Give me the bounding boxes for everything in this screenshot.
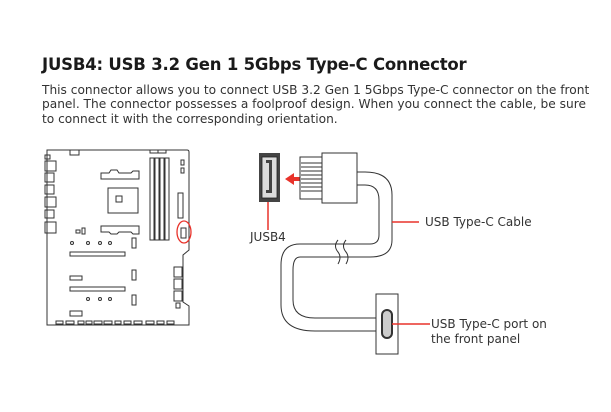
jusb4-connector-icon [259, 153, 280, 202]
jusb4-highlight-circle [176, 220, 192, 244]
usb-plug-icon [299, 152, 358, 204]
port-label-line2: the front panel [431, 332, 521, 346]
description: This connector allows you to connect USB… [42, 83, 590, 126]
insert-arrow-icon [285, 173, 305, 185]
front-panel-port-icon [375, 293, 399, 355]
page-title: JUSB4: USB 3.2 Gen 1 5Gbps Type-C Connec… [42, 55, 467, 74]
cable-label: USB Type-C Cable [425, 215, 532, 229]
port-label-line1: USB Type-C port on [431, 317, 547, 331]
motherboard-illustration [44, 149, 190, 326]
cable-illustration [280, 171, 393, 332]
jusb4-label: JUSB4 [250, 230, 286, 244]
